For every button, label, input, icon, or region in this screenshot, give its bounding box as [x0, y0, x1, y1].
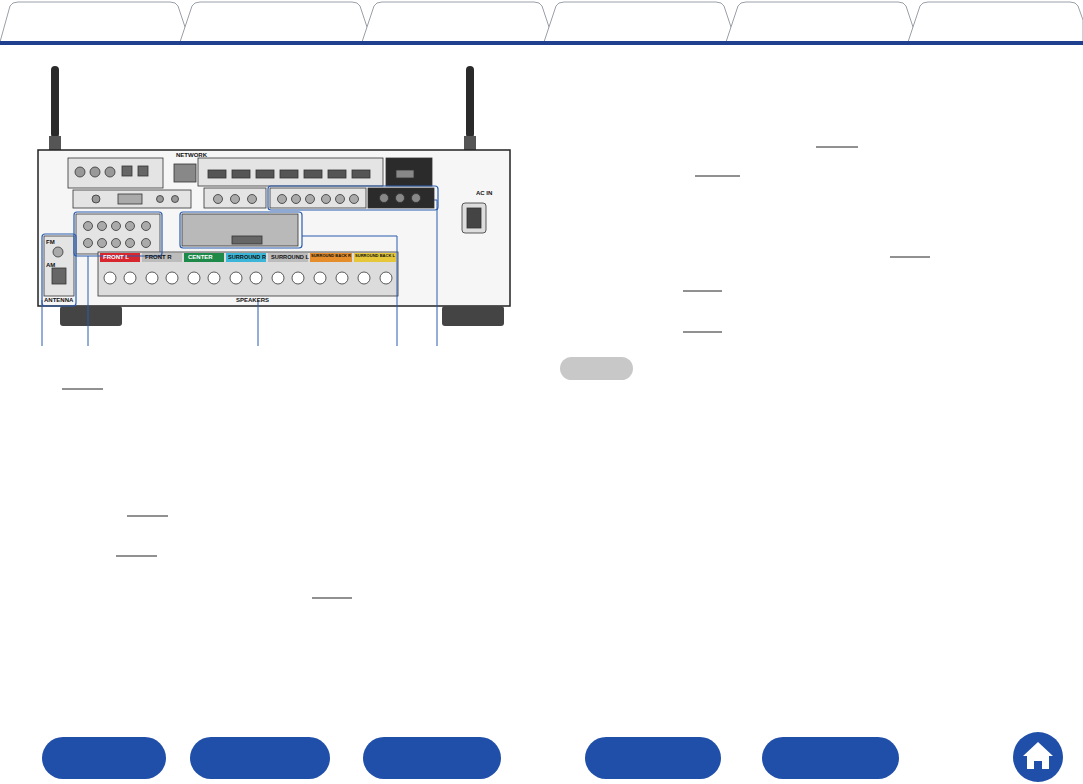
tab-rule	[0, 41, 1083, 45]
panel-label: SURROUND BACK L	[355, 254, 395, 259]
nav-buttons	[42, 732, 1063, 782]
leader-line	[42, 200, 437, 346]
panel-label: FM	[46, 239, 55, 246]
panel-label: NETWORK	[176, 152, 207, 159]
antenna	[49, 66, 476, 150]
highlight-bracket	[42, 186, 438, 306]
panel-label: CENTER	[188, 254, 213, 261]
panel-label: SURROUND BACK R	[311, 254, 351, 259]
panel-label: SURROUND L	[271, 254, 309, 261]
panel-label: AC IN	[476, 190, 492, 197]
speaker-terminals	[98, 252, 398, 296]
panel-label: FRONT L	[103, 254, 129, 261]
note-pill	[560, 357, 633, 380]
receiver-body	[38, 150, 510, 306]
panel-label: ANTENNA	[44, 297, 73, 304]
panel-label: SURROUND R	[228, 254, 266, 261]
nav-tabs	[0, 2, 1083, 42]
panel-label: FRONT R	[145, 254, 172, 261]
rear-connectors	[44, 158, 486, 296]
link-underline	[62, 147, 930, 598]
panel-label: SPEAKERS	[236, 297, 269, 304]
panel-label: AM	[46, 262, 55, 269]
